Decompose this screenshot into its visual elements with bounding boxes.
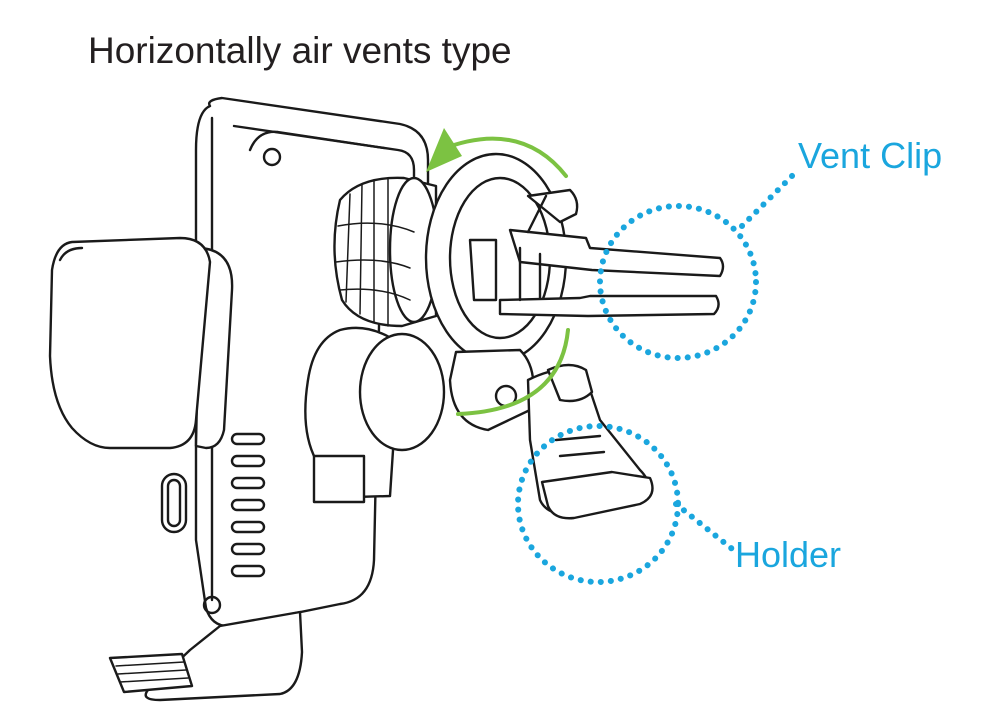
vent-clip <box>498 188 725 318</box>
holder-label: Holder <box>735 534 842 575</box>
bottom-foot <box>108 652 194 694</box>
housing-tab <box>312 454 366 504</box>
vent-clip-label: Vent Clip <box>798 135 943 176</box>
side-button <box>160 472 188 534</box>
adjustment-knob <box>333 176 440 328</box>
motor-housing <box>304 326 446 504</box>
rotation-arrow <box>426 128 570 416</box>
holder-callout <box>515 423 739 585</box>
vent-clip-callout <box>597 167 801 361</box>
side-grip-arm <box>48 236 234 450</box>
holder-lever <box>448 348 654 520</box>
rotation-arrowhead <box>426 128 462 172</box>
cooling-vents <box>230 432 266 578</box>
motor-cap <box>358 332 446 452</box>
diagram-title: Horizontally air vents type <box>88 30 512 71</box>
